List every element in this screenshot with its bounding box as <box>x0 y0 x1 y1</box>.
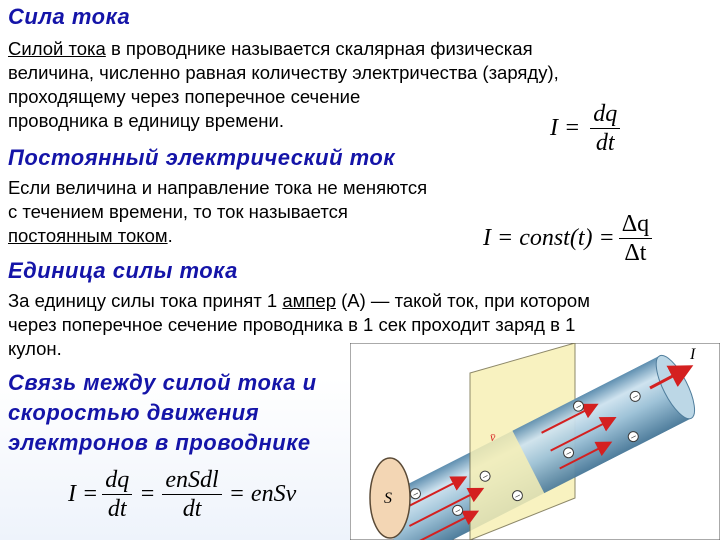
term-ampere: ампер <box>282 290 336 311</box>
electron-icon <box>563 447 575 459</box>
drift-arrow <box>541 403 599 434</box>
paragraph-direct-current: Если величина и направление тока не меня… <box>8 176 427 248</box>
drift-arrow <box>550 417 617 452</box>
text-line: кулон. <box>8 338 62 359</box>
svg-text:−: − <box>411 489 421 500</box>
text-line: За единицу силы тока принят 1 ампер (А) … <box>8 290 590 311</box>
paragraph-unit: За единицу силы тока принят 1 ампер (А) … <box>8 289 590 361</box>
current-arrow <box>649 365 694 390</box>
text-line: Если величина и направление тока не меня… <box>8 177 428 198</box>
svg-text:−: − <box>513 491 523 502</box>
text-line: через поперечное сечение проводника в 1 … <box>8 314 576 335</box>
text-line: Силой тока в проводнике называется скаля… <box>8 38 533 59</box>
drift-arrow <box>400 476 468 511</box>
svg-text:−: − <box>564 448 574 459</box>
text-line: постоянным током. <box>8 225 173 246</box>
term-current-strength: Силой тока <box>8 38 106 59</box>
text-line: величина, численно равная количеству эле… <box>8 62 559 83</box>
svg-text:−: − <box>453 505 463 516</box>
conductor-diagram: − − − − − − − − S v̄ I <box>350 343 720 540</box>
text-line: проходящему через поперечное сечение <box>8 86 361 107</box>
area-label: S <box>384 490 392 507</box>
electron-icon <box>572 400 584 412</box>
text-line: с течением времени, то ток называется <box>8 201 348 222</box>
heading-direct-current: Постоянный электрический ток <box>8 145 396 170</box>
electron-icon <box>627 431 639 443</box>
current-label: I <box>689 346 696 363</box>
velocity-label: v̄ <box>490 430 496 444</box>
heading-relation: Связь между силой тока и скоростью движе… <box>8 370 317 455</box>
svg-text:−: − <box>630 391 640 402</box>
conductor-end-cap <box>369 457 411 539</box>
paragraph-current-strength: Силой тока в проводнике называется скаля… <box>8 37 559 133</box>
electron-icon <box>629 390 641 402</box>
svg-text:−: − <box>628 432 638 443</box>
heading-unit: Единица силы тока <box>8 258 238 283</box>
electron-icon <box>511 490 523 502</box>
drift-arrow <box>417 510 480 540</box>
electron-icon <box>479 470 491 482</box>
term-direct-current: постоянным током <box>8 225 168 246</box>
heading-current-strength: Сила тока <box>8 4 131 29</box>
drift-arrow <box>559 441 613 470</box>
text-line: проводника в единицу времени. <box>8 110 284 131</box>
drift-arrow <box>408 487 485 527</box>
svg-text:−: − <box>480 471 490 482</box>
electron-icon <box>452 504 464 516</box>
electron-icon <box>409 488 421 500</box>
svg-text:−: − <box>574 401 584 412</box>
